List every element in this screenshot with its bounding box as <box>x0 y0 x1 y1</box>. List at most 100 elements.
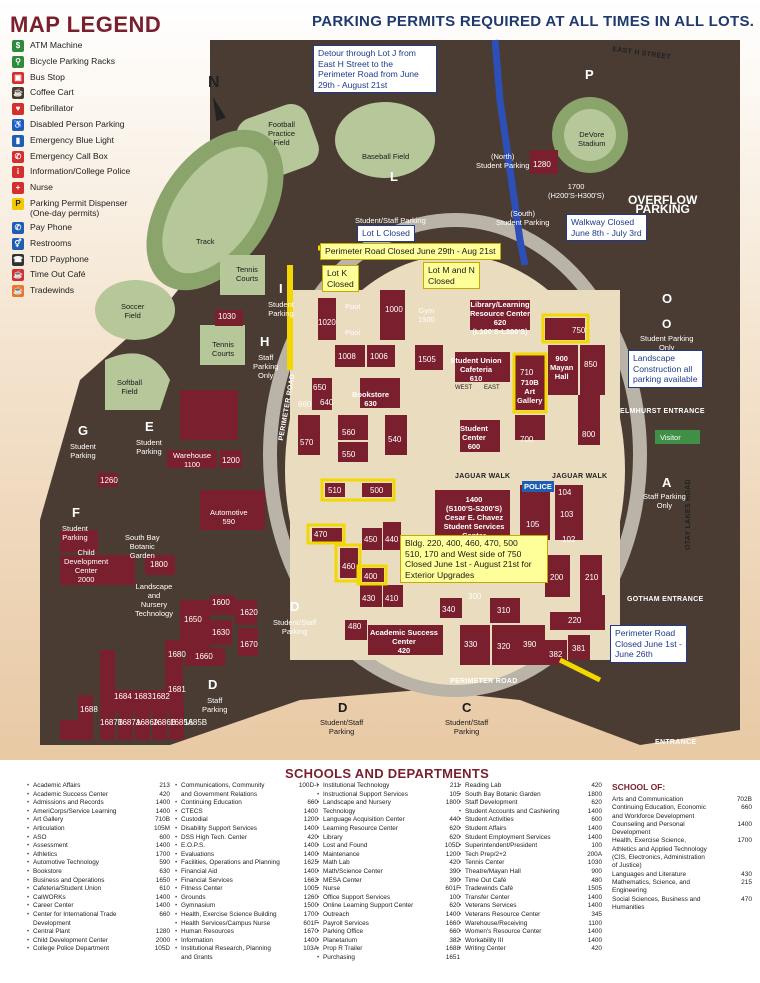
department-building: 1400 <box>303 850 318 858</box>
building-number: 1030 <box>218 312 236 321</box>
department-building: 1400 <box>303 824 318 832</box>
building-number: 500 <box>370 486 384 495</box>
department-building: 1260 <box>303 893 318 901</box>
department-building: 620 <box>591 799 602 807</box>
legend-label: ATM Machine <box>30 40 83 50</box>
department-name: Outreach <box>317 911 349 920</box>
building-number: 1505 <box>418 355 436 364</box>
tradewinds-icon: ☕ <box>12 285 24 298</box>
department-name: Financial Services <box>175 877 233 886</box>
lot-i: I <box>279 281 283 296</box>
legend-label: Bicycle Parking Racks <box>30 55 116 66</box>
school-row: Social Sciences, Business and Humanities… <box>612 896 752 913</box>
building-automotive: Automotive 590 <box>210 508 248 526</box>
jaguar-walk-2: JAGUAR WALK <box>552 473 608 480</box>
building-number: 430 <box>362 594 376 603</box>
school-name: Continuing Education, Economic and Workf… <box>612 804 706 820</box>
department-building: 2000 <box>155 936 170 944</box>
department-name: Financial Aid <box>175 868 217 877</box>
department-name: Veterans Services <box>459 902 517 911</box>
department-column: Academic Affairs213Academic Success Cent… <box>27 782 170 954</box>
department-name: Student Employment Services <box>459 834 551 843</box>
department-name: Career Center <box>27 902 73 911</box>
building-number: 700 <box>520 435 534 444</box>
lot-h: H <box>260 334 270 349</box>
building-number: 510 <box>328 486 342 495</box>
building-number: 1682 <box>152 692 170 701</box>
department-name: Planetarium <box>317 937 357 946</box>
field-soccer: Soccer Field <box>121 302 145 320</box>
department-building: 710B <box>155 816 170 824</box>
legend-item: ⚥Restrooms <box>12 237 202 254</box>
building-number: 750 <box>572 326 586 335</box>
department-row: Institutional Research, Planning and Gra… <box>175 945 318 962</box>
department-building: 1625 <box>303 859 318 867</box>
legend-label: Bus Stop <box>30 71 65 82</box>
legend-label: Disabled Person Parking <box>30 118 125 129</box>
landscape-nursery: Landscape and Nursery Technology <box>135 582 173 618</box>
legend-item: ▮Emergency Blue Light <box>12 134 202 151</box>
building-number: 1686A <box>136 718 160 727</box>
lot-d-2: D <box>208 677 218 692</box>
legend-label: TDD Payphone <box>30 253 89 264</box>
department-building: 1800 <box>445 799 460 807</box>
department-building: 600 <box>591 816 602 824</box>
building-number: 640 <box>320 398 334 407</box>
department-name: Tennis Center <box>459 859 504 868</box>
department-name: Athletics <box>27 851 57 860</box>
building-number: 1685A <box>170 718 194 727</box>
department-building: 1400 <box>587 936 602 944</box>
department-name: Tradewinds Café <box>459 885 513 894</box>
lot-l-sub: Student/Staff Parking <box>355 216 426 225</box>
building-number: 105 <box>526 520 540 529</box>
school-name: Arts and Communication <box>612 796 684 803</box>
school-name: Social Sciences, Business and Humanities <box>612 895 701 911</box>
field-football: Football Practice Field <box>268 120 296 147</box>
lot-i-sub: Student Parking <box>268 300 294 318</box>
campus-map <box>0 0 760 760</box>
building-number: 381 <box>572 644 586 653</box>
department-name: Information <box>175 937 213 946</box>
botanic-garden: South Bay Botanic Garden <box>125 533 160 560</box>
building-number: 1620 <box>240 608 258 617</box>
building-art-gallery: 710B Art Gallery <box>517 378 543 405</box>
department-building: 1670 <box>303 928 318 936</box>
bus-icon: ▣ <box>12 71 24 84</box>
school-name: Health, Exercise Science, Athletics and … <box>612 837 707 870</box>
atm-icon: $ <box>12 40 24 52</box>
department-name: Child Development Center <box>27 937 108 946</box>
building-number: 102 <box>562 535 576 544</box>
blue-light-icon: ▮ <box>12 134 24 147</box>
callout-lot-l-closed: Lot L Closed <box>357 225 415 242</box>
department-name: ASO <box>27 834 46 843</box>
department-building: 1700 <box>155 850 170 858</box>
legend-label: Parking Permit Dispenser (One-day permit… <box>30 197 128 218</box>
department-name: Writing Center <box>459 945 506 954</box>
building-number: 220 <box>568 616 582 625</box>
lot-f: F <box>72 505 80 520</box>
department-name: Bookstore <box>27 868 62 877</box>
school-of-title: SCHOOL OF: <box>612 782 666 792</box>
building-number: 330 <box>464 640 478 649</box>
department-building: 390 <box>449 876 460 884</box>
department-name: Assessment <box>27 842 68 851</box>
department-building: 1651 <box>445 953 460 961</box>
department-name: Online Learning Support Center <box>317 902 413 911</box>
building-child-development: Child Development Center 2000 <box>64 548 109 584</box>
north-indicator: N <box>208 74 220 91</box>
department-building: 390 <box>449 867 460 875</box>
